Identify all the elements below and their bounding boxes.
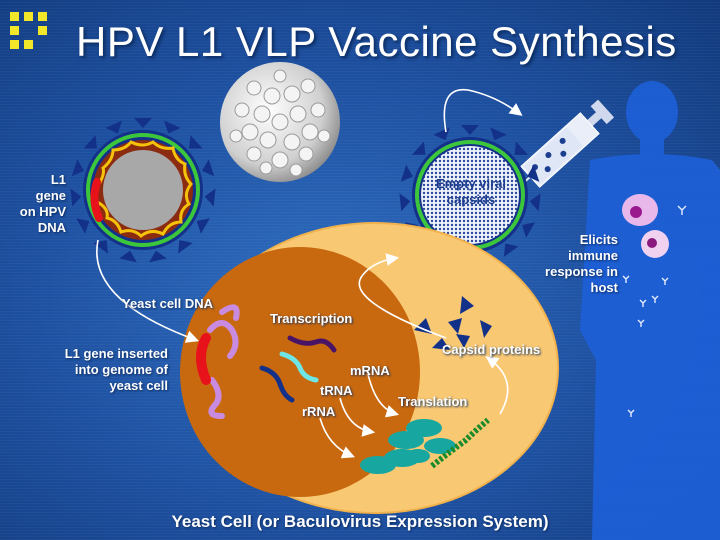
rrna-label: rRNA	[302, 404, 336, 419]
l1-inserted-label: L1 gene inserted into genome of yeast ce…	[64, 346, 168, 393]
polypeptide-chain	[430, 417, 490, 469]
antibody-icons	[622, 205, 687, 417]
yeast-dna-strand-bottom	[208, 377, 225, 419]
host-silhouette-icon	[580, 81, 720, 540]
yeast-dna-strand-top2	[219, 304, 240, 321]
mrna-strand	[287, 335, 337, 353]
yeast-dna-strand-top	[207, 320, 239, 359]
ribosome-icons	[360, 419, 456, 474]
mrna-label: mRNA	[350, 363, 390, 378]
capsid-proteins-label: Capsid proteins	[442, 342, 541, 357]
arrow-translation-to-proteins	[485, 356, 509, 415]
arrow-hpv-to-yeast	[96, 239, 200, 343]
arrow-mrna-to-ribosome	[367, 373, 400, 418]
arrow-capsid-to-syringe	[443, 88, 523, 133]
rrna-strand	[259, 365, 295, 403]
yeast-dna-label: Yeast cell DNA	[122, 296, 214, 311]
trna-label: tRNA	[320, 383, 353, 398]
capsid-protein-icons	[414, 296, 492, 350]
translation-label: Translation	[398, 394, 468, 409]
l1-gene-label: L1 gene on HPV DNA	[19, 172, 66, 235]
hpv-virus-icon	[70, 118, 216, 263]
slide-title: HPV L1 VLP Vaccine Synthesis	[76, 18, 677, 65]
inserted-l1-gene	[196, 333, 211, 385]
arrow-proteins-to-capsid	[358, 253, 447, 339]
immune-response-label: Elicits immune response in host	[545, 232, 618, 295]
immune-cells-icon	[622, 194, 669, 258]
vlp-capsid-image	[220, 62, 340, 182]
yeast-cell-caption: Yeast Cell (or Baculovirus Expression Sy…	[171, 512, 549, 531]
arrow-trna-to-ribosome	[339, 397, 376, 437]
trna-strand	[279, 351, 319, 383]
empty-capsids-label: Empty viral capsids	[435, 176, 507, 207]
arrow-rrna-to-ribosome	[319, 417, 355, 459]
empty-viral-capsid-icon	[399, 125, 541, 266]
transcription-label: Transcription	[270, 311, 353, 326]
